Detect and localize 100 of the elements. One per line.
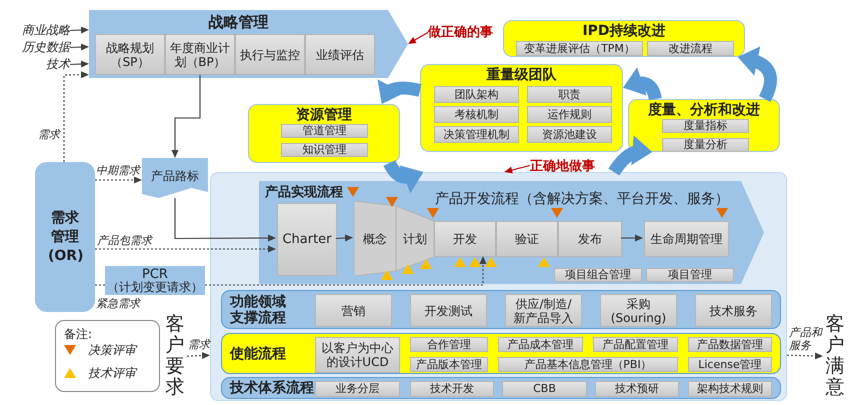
- process-box: 技术开发: [410, 381, 494, 397]
- process-box: 执行与监控: [235, 34, 305, 75]
- process-box: License管理: [688, 357, 772, 372]
- group-panel: [420, 64, 623, 152]
- process-box: 合作管理: [410, 337, 488, 352]
- legend-title: 备注:: [64, 326, 92, 343]
- cycle-arrow: [738, 46, 777, 102]
- process-box: 产品成本管理: [498, 337, 583, 352]
- process-area: [210, 172, 787, 401]
- process-box: 改进流程: [647, 41, 734, 56]
- legend-label: 决策评审: [88, 342, 136, 359]
- slogan-text: 做正确的事: [428, 23, 508, 40]
- process-box: 产品配置管理: [593, 337, 678, 352]
- edge-label: 中期需求: [96, 164, 140, 177]
- panel-title: 功能领域支撑流程: [230, 294, 287, 326]
- process-box: 供应/制造/新产品导入: [505, 294, 582, 327]
- funnel-stage: 概念: [354, 201, 396, 276]
- process-box: 管道管理: [281, 124, 368, 138]
- requirement-panel: 需求管理(OR): [35, 162, 95, 312]
- edge-label: 产品包需求: [97, 234, 152, 247]
- process-box: 开发测试: [410, 294, 487, 327]
- input-label: 技术: [14, 57, 70, 72]
- panel-title: 资源管理: [295, 106, 353, 124]
- process-box: 项目管理: [646, 268, 734, 282]
- process-box: 度量分析: [662, 138, 749, 152]
- process-box: 产品数据管理: [688, 337, 772, 352]
- process-row: [221, 290, 781, 329]
- slogan-text: 正确地做事: [530, 157, 610, 174]
- process-box: 年度商业计划（BP）: [165, 34, 235, 75]
- process-box: 验证: [496, 221, 558, 257]
- process-box: 战略规划（SP）: [95, 34, 165, 75]
- group-panel: [248, 104, 400, 163]
- panel-title: 产品实现流程: [265, 184, 343, 201]
- customer-label: 客户满意: [823, 314, 847, 400]
- process-box: 变革进展评估（TPM）: [516, 41, 643, 56]
- arrow: [63, 71, 89, 162]
- process-row: [221, 333, 781, 374]
- process-box: 以客户为中心的设计UCD: [315, 337, 400, 373]
- request-box: PCR （计划变更请求）: [105, 266, 205, 295]
- process-box: 产品版本管理: [410, 357, 488, 372]
- process-box: 资源池建设: [527, 126, 612, 143]
- process-box: 采购(Souring): [600, 294, 677, 327]
- group-panel: [628, 99, 780, 152]
- pointer-arrow: [408, 32, 428, 44]
- process-subtitle: 产品开发流程（含解决方案、平台开发、服务）: [435, 190, 729, 208]
- arrow: [70, 60, 89, 68]
- process-box: 生命周期管理: [644, 221, 729, 257]
- process-box: 业绩评估: [305, 34, 375, 75]
- input-label: 商业战略: [14, 23, 70, 38]
- process-box: 项目组合管理: [554, 268, 642, 282]
- arrow: [205, 256, 486, 286]
- document-shape: 产品路标: [142, 158, 208, 198]
- process-band: [89, 10, 408, 78]
- process-box: Charter: [277, 203, 337, 276]
- arrow: [70, 44, 89, 51]
- process-box: 考核机制: [434, 106, 519, 123]
- panel-title: IPD持续改进: [581, 22, 667, 40]
- edge-label: 需求: [38, 128, 60, 141]
- customer-label: 客户要求: [163, 314, 187, 400]
- legend-label: 技术评审: [88, 365, 136, 382]
- pointer-arrow: [504, 164, 530, 174]
- panel-title: 技术体系流程: [230, 380, 314, 396]
- process-box: 架构技术规则: [688, 381, 772, 397]
- process-row: [221, 377, 781, 399]
- arrow: [621, 234, 643, 242]
- connector-line: [95, 284, 105, 286]
- process-box: 发布: [558, 221, 622, 257]
- panel-title: 战略管理: [208, 13, 270, 32]
- process-box: 度量指标: [662, 119, 749, 133]
- arrow: [786, 352, 823, 360]
- edge-label: 产品和服务: [789, 326, 823, 352]
- process-box: 营销: [315, 294, 392, 327]
- process-box: 产品基本信息管理（PBI）: [498, 357, 678, 372]
- process-box: 知识管理: [281, 143, 368, 157]
- edge-label: 紧急需求: [96, 297, 140, 310]
- panel-title: 使能流程: [230, 346, 286, 362]
- process-box: 技术服务: [695, 294, 772, 327]
- arrow: [70, 26, 89, 34]
- arrow: [174, 198, 276, 242]
- arrow: [172, 75, 201, 158]
- panel-title: 重量级团队: [486, 66, 558, 84]
- panel-title: 度量、分析和改进: [646, 101, 761, 119]
- arrow: [186, 352, 210, 360]
- arrow: [95, 246, 276, 252]
- process-box: 技术预研: [595, 381, 679, 397]
- process-box: 业务分层: [315, 381, 400, 397]
- process-box: 开发: [434, 221, 496, 257]
- arrow: [95, 176, 142, 184]
- funnel-stage: 计划: [396, 206, 434, 271]
- process-box: 职责: [527, 86, 612, 103]
- process-box: 团队架构: [434, 86, 519, 103]
- process-box: 决策管理机制: [434, 126, 519, 143]
- input-label: 历史数据: [14, 40, 70, 55]
- cycle-arrow: [379, 78, 422, 104]
- edge-label: 需求: [188, 338, 210, 351]
- arrow: [336, 234, 353, 242]
- cycle-arrow: [384, 160, 424, 194]
- process-box: CBB: [502, 381, 587, 397]
- group-panel: [503, 20, 745, 57]
- process-box: 运作规则: [527, 106, 612, 123]
